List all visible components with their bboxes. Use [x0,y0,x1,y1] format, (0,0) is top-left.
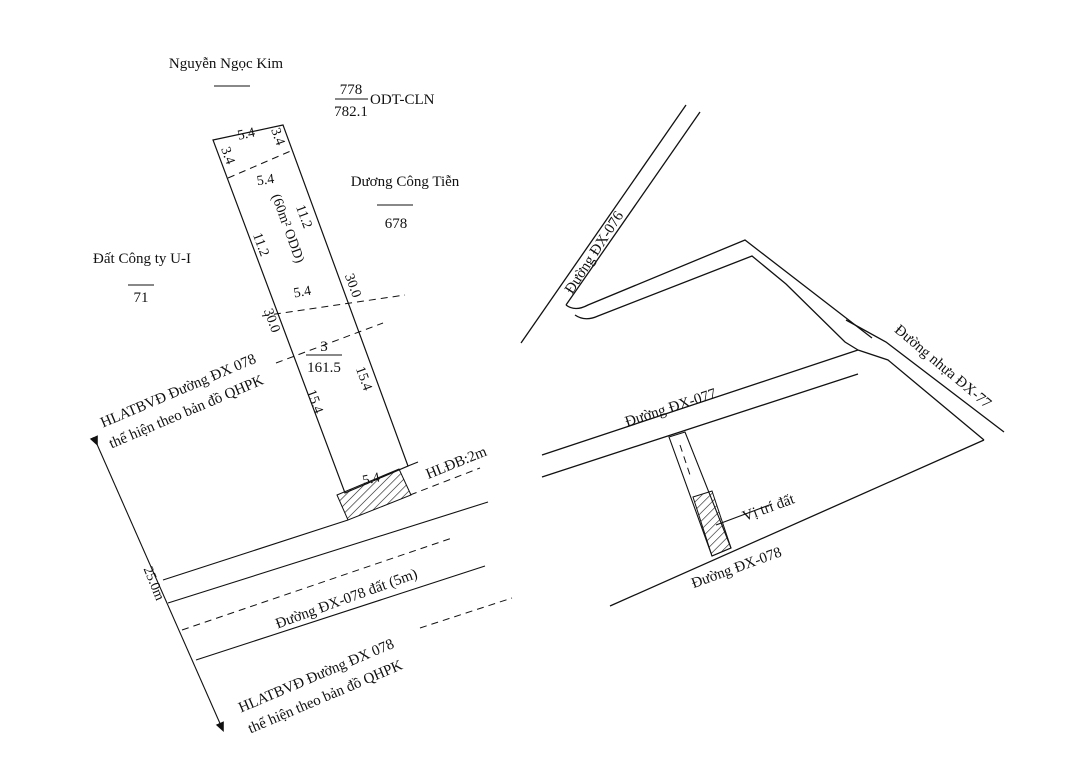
dim-top-right: 3.4 [267,126,287,148]
road-edge-top [162,519,349,581]
road-edge-top-stub [407,461,419,467]
site-strip-dash [679,444,691,476]
road-076-label: Đường ĐX-076 [562,208,627,297]
road-dash-top [409,467,481,496]
site-hatch [692,490,732,557]
connector-outer [565,239,873,339]
owner-east-number: 678 [385,216,408,232]
corridor-dimension-line [89,435,224,733]
lot-area: 161.5 [307,360,341,376]
road-077-edge-top [541,349,859,456]
parcel-top-use: ODT-CLN [370,92,435,108]
dim-top-width: 5.4 [236,125,256,143]
road-077-edge-bottom [541,373,859,478]
road-edge-mid [167,501,489,604]
connector-inner [574,255,859,351]
road-77-edge-top [845,319,1005,433]
site-label: Vị trí đất [740,491,797,525]
road-edge-bottom [195,565,486,661]
road-078-map-label: Đường ĐX-078 [689,545,784,592]
road-076-edge-left [520,104,687,344]
parcel-dash-2 [261,294,406,317]
dim-top-left: 3.4 [217,145,237,167]
corridor-width-label: 25.0m [140,564,167,603]
road-77-label: Đường nhựa ĐX-77 [891,322,994,412]
owner-east-label: Dương Công Tiễn [351,174,460,190]
main-plan: Nguyễn Ngọc Kim 778 782.1 ODT-CLN Dương … [89,56,513,737]
road-078-edge [609,439,985,607]
road-dash-bottom [419,597,513,629]
dim-width-3: 5.4 [292,284,312,302]
owner-west-number: 71 [134,290,149,306]
road-076-edge-right [565,111,701,306]
road-078-label: Đường ĐX-078 đất (5m) [274,566,420,632]
road-77-edge-bottom [857,349,985,441]
site-leader-line [715,503,773,526]
parcel-top-number: 778 [340,82,363,98]
dim-mid-width: 5.4 [256,172,275,189]
road-077-edge-bottom-hidden [542,440,984,477]
owner-north-label: Nguyễn Ngọc Kim [169,56,283,72]
lot-number: 3 [320,339,328,355]
parcel-top-area: 782.1 [334,104,368,120]
location-map: Đường ĐX-076 Đường nhựa ĐX-77 Đường ĐX-0… [520,104,1005,607]
dim-bottom-width: 5.4 [361,470,381,488]
owner-west-label: Đất Công ty U-I [93,251,191,267]
